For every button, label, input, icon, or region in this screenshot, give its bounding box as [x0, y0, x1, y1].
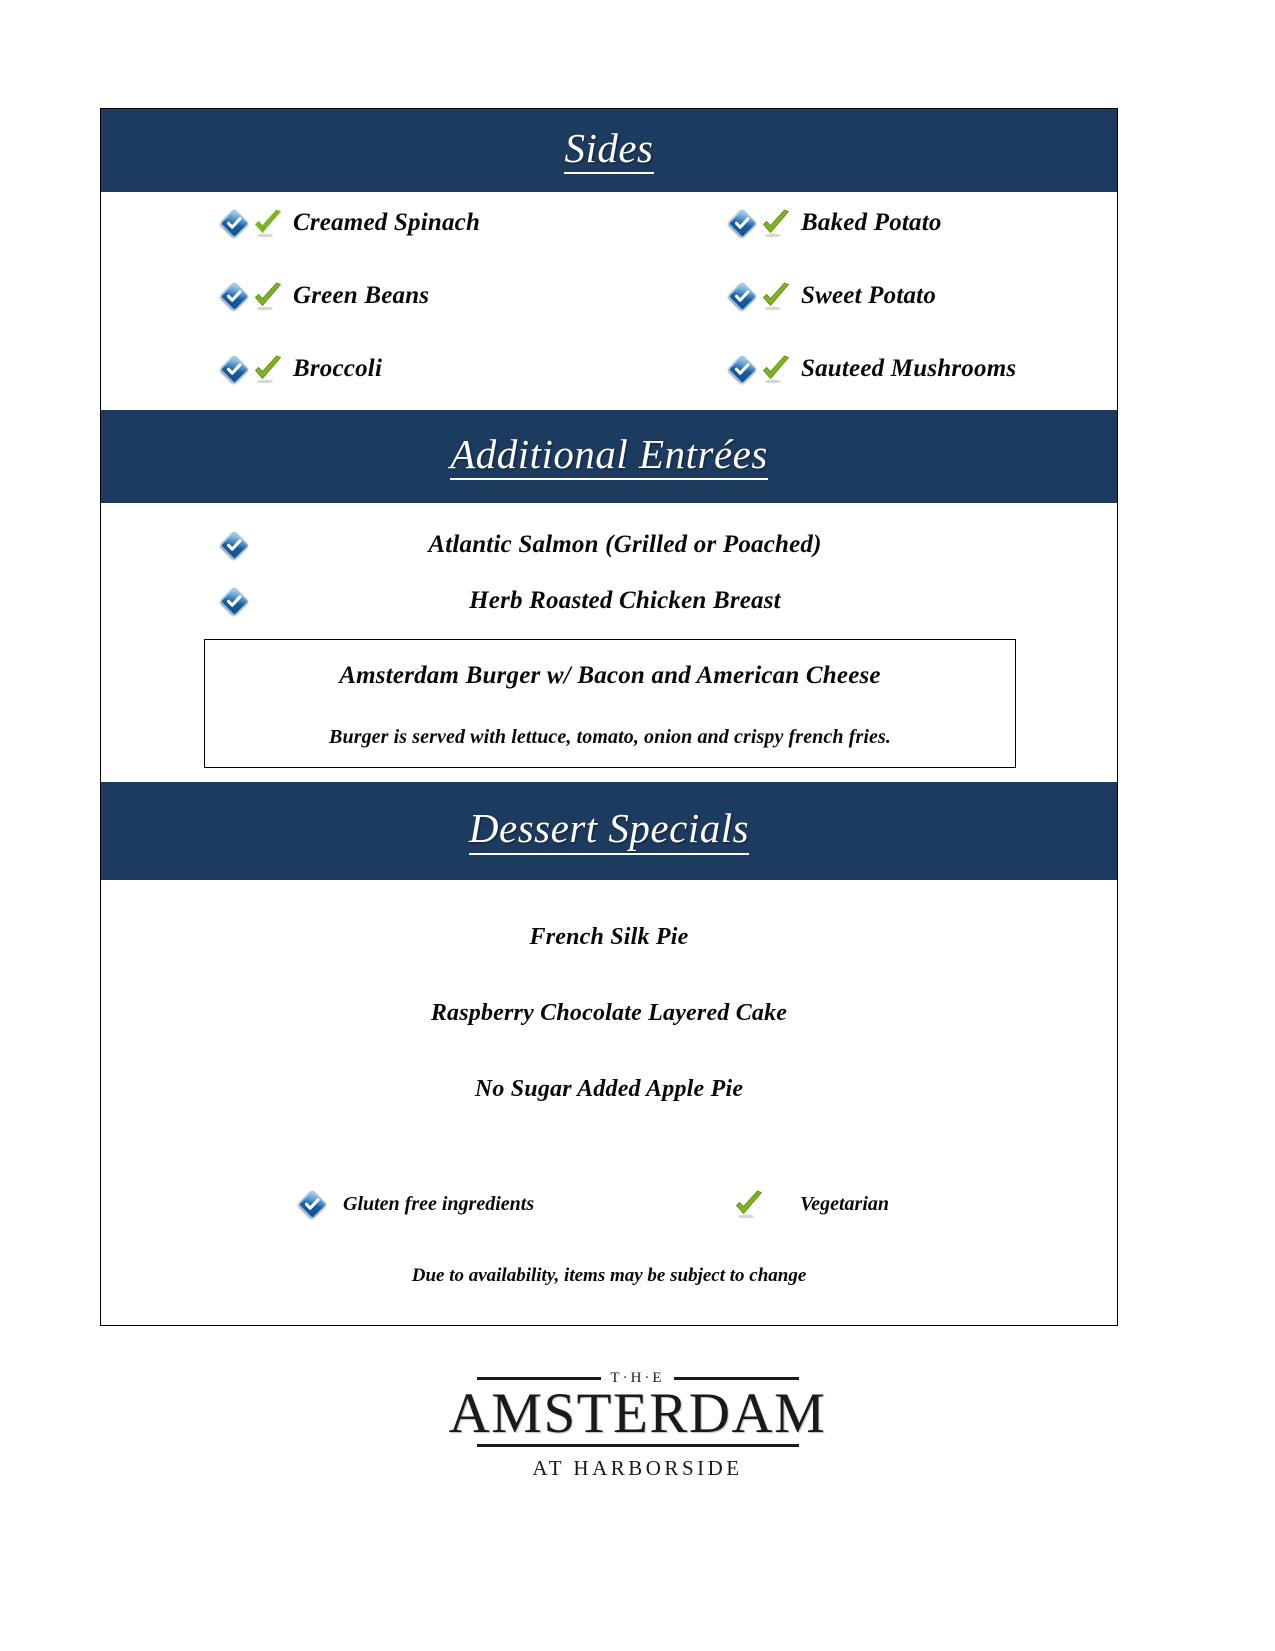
dessert-item: No Sugar Added Apple Pie [474, 1076, 744, 1102]
sides-content: Creamed Spinach Baked Potato [101, 192, 1117, 410]
gluten-free-icon [297, 1189, 327, 1219]
legend-vegetarian: Vegetarian [730, 1189, 889, 1219]
sides-grid: Creamed Spinach Baked Potato [101, 208, 1117, 384]
side-item: Sweet Potato [609, 281, 1117, 311]
vegetarian-icon [759, 354, 793, 384]
gluten-free-icon [727, 208, 757, 238]
side-item: Green Beans [101, 281, 609, 311]
dessert-item: Raspberry Chocolate Layered Cake [430, 1000, 788, 1026]
logo-name-text: AMSTERDAM [448, 1382, 827, 1445]
additional-entrees-content: Atlantic Salmon (Grilled or Poached) Her… [101, 503, 1117, 782]
logo-rule-right [673, 1377, 799, 1380]
diet-icons [727, 354, 801, 384]
side-item: Broccoli [101, 354, 609, 384]
side-item: Baked Potato [609, 208, 1117, 238]
availability-disclaimer: Due to availability, items may be subjec… [411, 1265, 807, 1286]
featured-burger-description: Burger is served with lettuce, tomato, o… [329, 726, 891, 748]
additional-entrees-title: Additional Entrées [450, 432, 768, 481]
diet-icons [219, 208, 293, 238]
amsterdam-logo: T·H·E AMSTERDAM AT HARBORSIDE [0, 1370, 1275, 1481]
gluten-free-icon [219, 208, 249, 238]
side-item-label: Broccoli [293, 355, 383, 382]
gluten-free-icon [727, 354, 757, 384]
logo-rule-bottom [476, 1444, 799, 1447]
gluten-free-icon [219, 281, 249, 311]
menu-frame: Sides Creamed Spinach [100, 108, 1118, 1326]
entree-label: Herb Roasted Chicken Breast [469, 587, 781, 614]
diet-icons [727, 281, 801, 311]
dessert-specials-section-header: Dessert Specials [101, 782, 1117, 880]
logo-tagline-text: AT HARBORSIDE [532, 1456, 743, 1480]
vegetarian-icon [251, 281, 285, 311]
side-item-label: Sweet Potato [801, 282, 937, 309]
featured-burger-box: Amsterdam Burger w/ Bacon and American C… [204, 639, 1016, 768]
side-item-label: Creamed Spinach [293, 209, 481, 236]
vegetarian-icon [759, 208, 793, 238]
vegetarian-icon [732, 1189, 766, 1219]
dessert-item: French Silk Pie [529, 924, 689, 950]
diet-icons [219, 354, 293, 384]
diet-icons [219, 281, 293, 311]
vegetarian-icon [251, 354, 285, 384]
side-item: Creamed Spinach [101, 208, 609, 238]
logo-the-text: T·H·E [610, 1370, 665, 1386]
dessert-specials-content: French Silk Pie Raspberry Chocolate Laye… [101, 880, 1117, 1325]
diet-icons [101, 586, 331, 616]
legend-gluten-free: Gluten free ingredients [297, 1189, 534, 1219]
gluten-free-icon [727, 281, 757, 311]
side-item: Sauteed Mushrooms [609, 354, 1117, 384]
sides-section-header: Sides [101, 109, 1117, 192]
side-item-label: Baked Potato [801, 209, 942, 236]
entree-row: Herb Roasted Chicken Breast [101, 573, 1117, 629]
legend-vegetarian-label: Vegetarian [800, 1192, 890, 1215]
entree-label: Atlantic Salmon (Grilled or Poached) [428, 531, 822, 558]
featured-burger-title: Amsterdam Burger w/ Bacon and American C… [339, 662, 881, 689]
gluten-free-icon [219, 354, 249, 384]
legend: Gluten free ingredients Vegetarian [101, 1189, 1117, 1219]
sides-title: Sides [564, 126, 654, 175]
additional-entrees-section-header: Additional Entrées [101, 410, 1117, 503]
spacer [101, 768, 1117, 782]
side-item-label: Sauteed Mushrooms [801, 355, 1017, 382]
gluten-free-icon [219, 586, 249, 616]
gluten-free-icon [219, 530, 249, 560]
entree-row: Atlantic Salmon (Grilled or Poached) [101, 517, 1117, 573]
diet-icons [101, 530, 331, 560]
diet-icons [727, 208, 801, 238]
legend-gluten-free-label: Gluten free ingredients [343, 1192, 535, 1215]
vegetarian-icon [251, 208, 285, 238]
vegetarian-icon [759, 281, 793, 311]
side-item-label: Green Beans [293, 282, 430, 309]
dessert-specials-title: Dessert Specials [468, 807, 750, 855]
logo-rule-left [476, 1377, 602, 1380]
logo-the-row: T·H·E [476, 1370, 799, 1387]
